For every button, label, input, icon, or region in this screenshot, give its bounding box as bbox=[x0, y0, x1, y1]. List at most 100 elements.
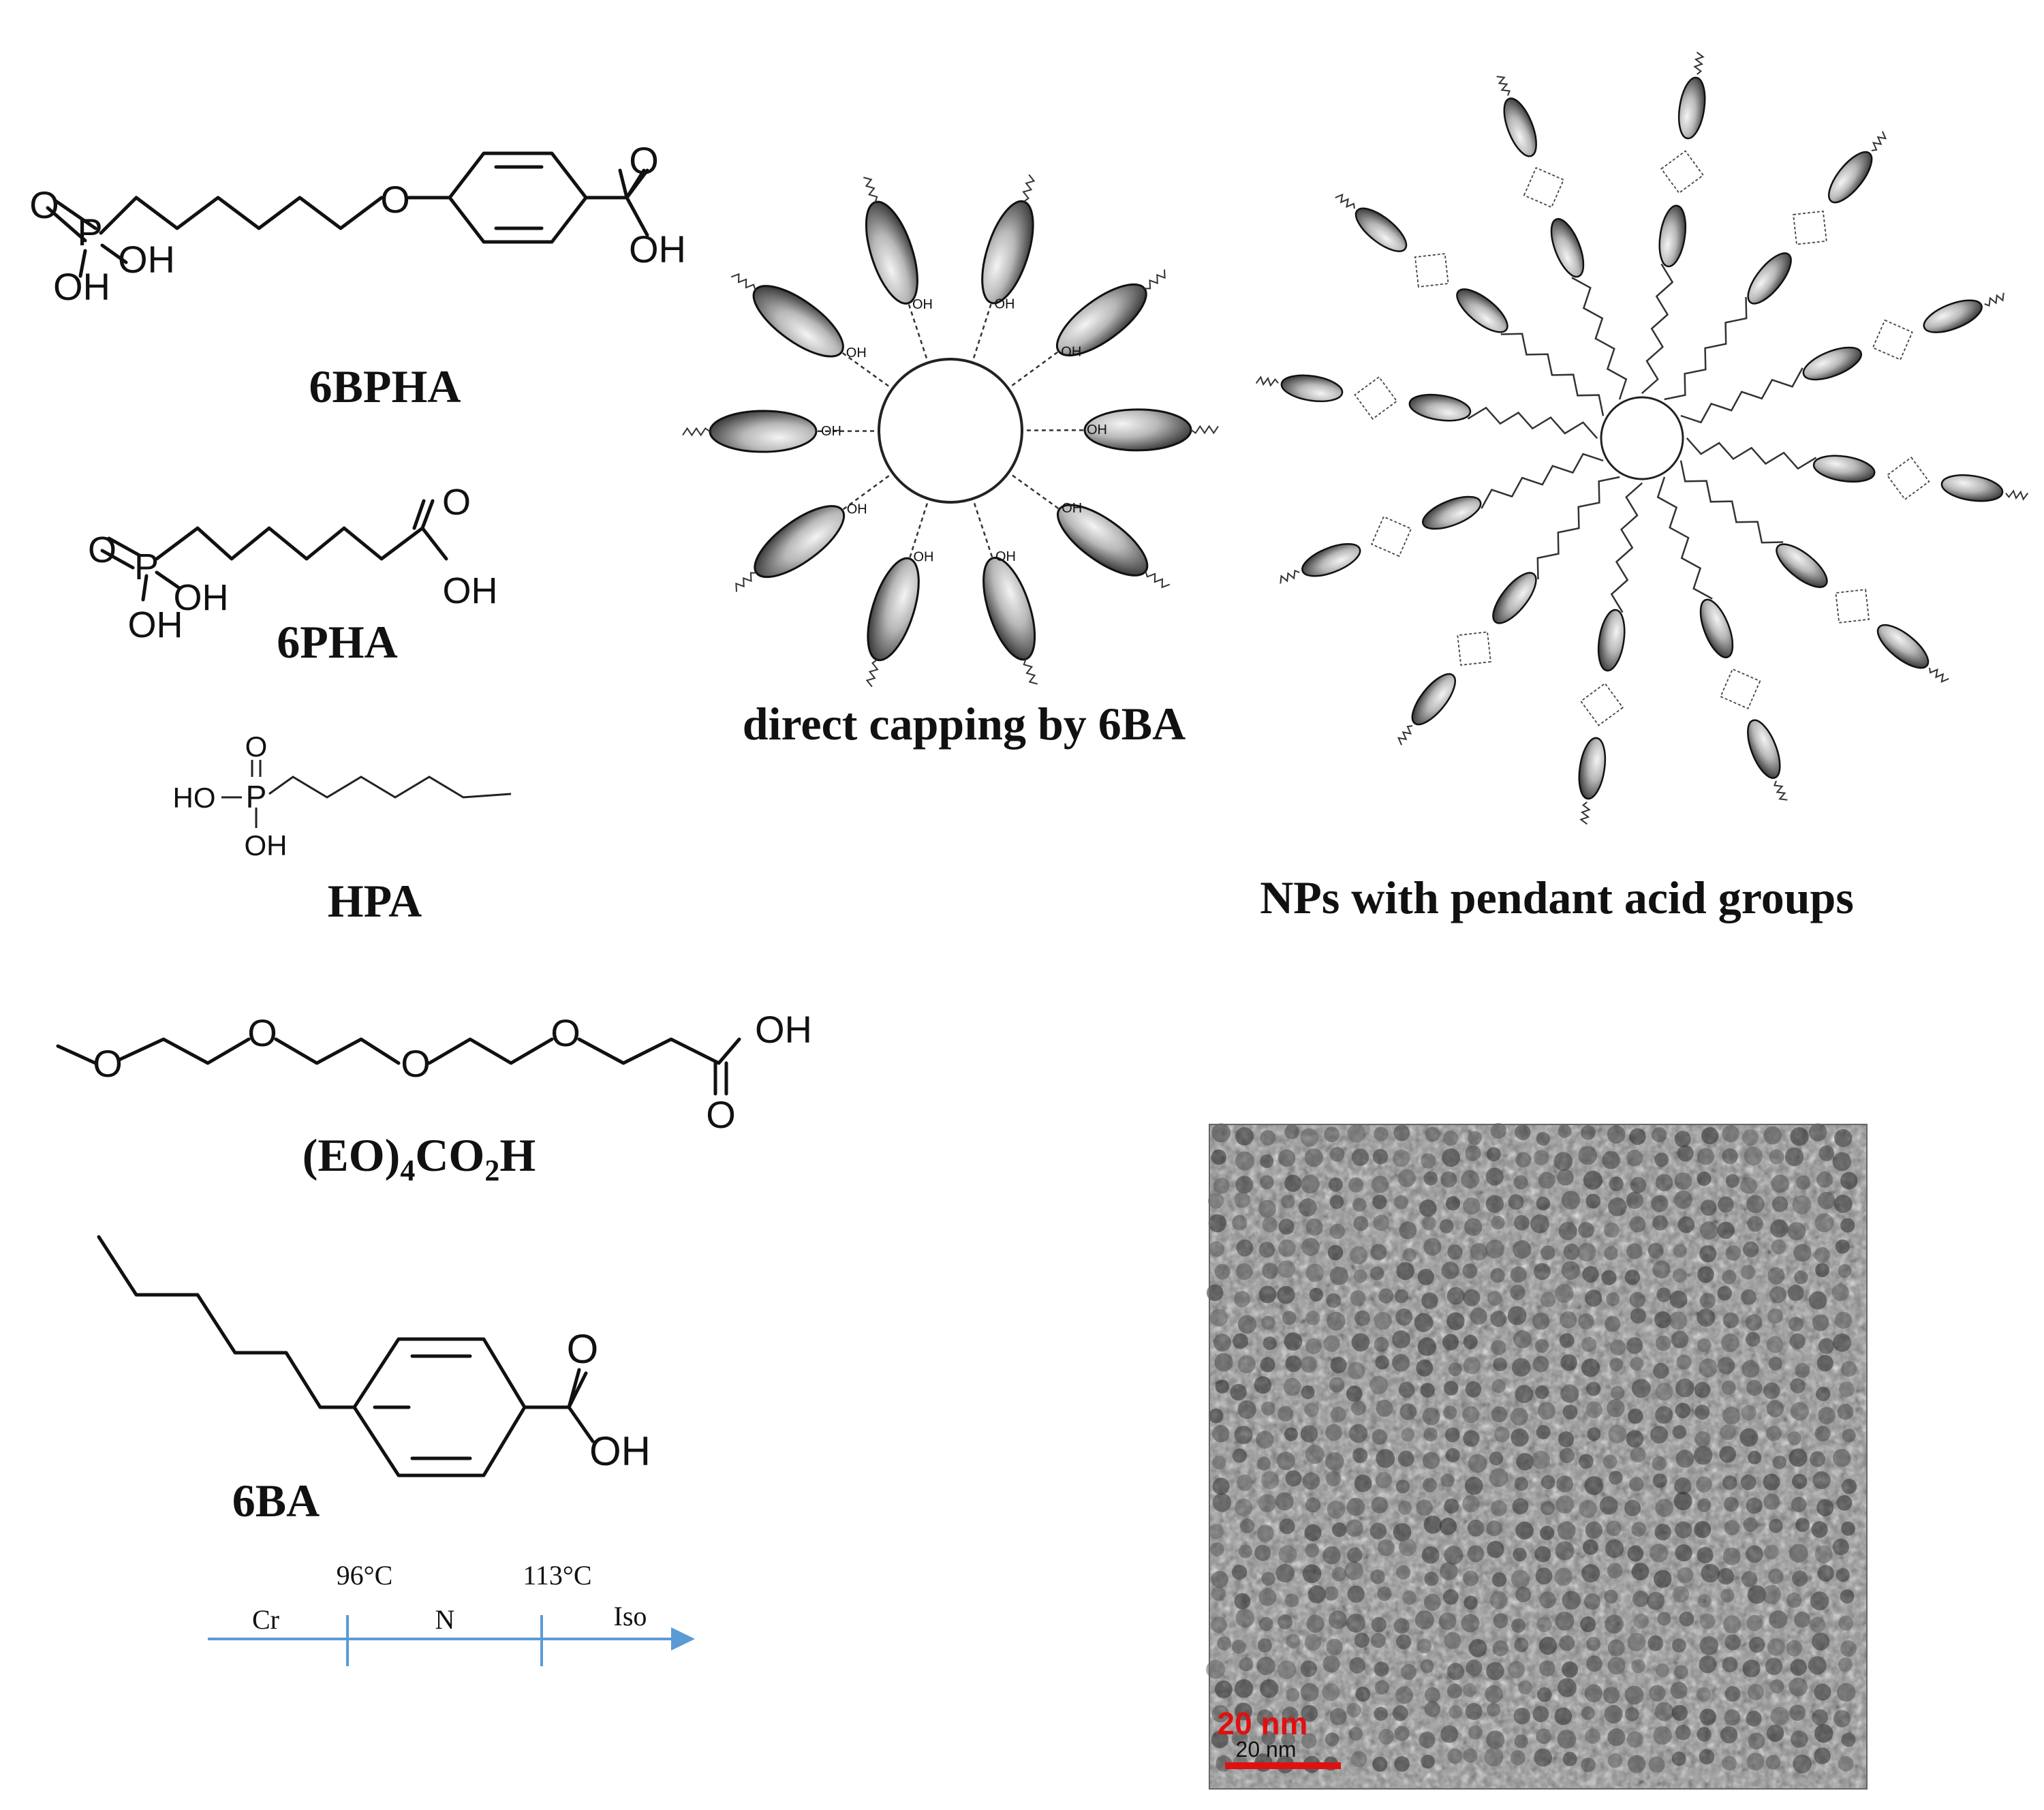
tem-particle bbox=[1536, 1728, 1552, 1745]
tem-particle bbox=[1378, 1539, 1395, 1556]
tem-particle bbox=[1532, 1706, 1549, 1723]
nanoparticle-core bbox=[878, 358, 1023, 504]
linker-label: OH bbox=[1062, 501, 1082, 516]
mesogen-ellipse bbox=[1492, 572, 1537, 624]
tem-particle bbox=[1747, 1216, 1763, 1232]
tem-particle bbox=[1489, 1468, 1508, 1487]
acid-dimer bbox=[1523, 167, 1565, 209]
tem-particle bbox=[1654, 1152, 1669, 1167]
tem-particle bbox=[1771, 1174, 1789, 1193]
tem-particle bbox=[1257, 1638, 1272, 1653]
tem-particle bbox=[1675, 1449, 1694, 1468]
tem-particle bbox=[1583, 1170, 1602, 1190]
tem-particle bbox=[1262, 1216, 1278, 1233]
tem-particle bbox=[1375, 1471, 1393, 1489]
tem-particle bbox=[1560, 1354, 1577, 1371]
tem-particle bbox=[1392, 1705, 1408, 1721]
pendant-acid-scheme: NPs with pendant acid groups bbox=[1255, 51, 2029, 923]
tem-particle bbox=[1377, 1586, 1392, 1601]
tem-particle bbox=[1787, 1222, 1806, 1240]
tem-particle bbox=[1256, 1709, 1273, 1726]
tem-particle bbox=[1674, 1665, 1688, 1679]
tem-particle bbox=[1325, 1424, 1342, 1441]
tem-particle bbox=[1354, 1632, 1370, 1648]
tem-particle bbox=[1744, 1146, 1763, 1166]
tem-particle bbox=[1840, 1171, 1858, 1190]
tem-particle bbox=[1237, 1400, 1256, 1420]
tem-particle bbox=[1837, 1683, 1856, 1702]
tem-particle bbox=[1232, 1448, 1247, 1463]
tem-particle bbox=[1537, 1687, 1552, 1702]
tem-particle bbox=[1534, 1546, 1551, 1563]
tem-particle bbox=[1836, 1495, 1853, 1511]
alkyl-spacer bbox=[1686, 437, 1817, 470]
tem-particle bbox=[1305, 1445, 1325, 1464]
tem-particle bbox=[1674, 1172, 1692, 1190]
tem-particle bbox=[1491, 1340, 1506, 1355]
tem-particle bbox=[1585, 1193, 1601, 1209]
tem-particle bbox=[1562, 1661, 1578, 1678]
alkyl-tail bbox=[1144, 269, 1166, 290]
tem-particle bbox=[1814, 1545, 1833, 1563]
tem-particle bbox=[1767, 1267, 1785, 1285]
tem-particle bbox=[1507, 1306, 1527, 1325]
tem-particle bbox=[1631, 1659, 1645, 1674]
tem-particle bbox=[1423, 1515, 1442, 1534]
tem-particle bbox=[1765, 1657, 1783, 1675]
tem-particle bbox=[1553, 1152, 1573, 1171]
scale-bar bbox=[1225, 1762, 1341, 1769]
tem-particle bbox=[1214, 1353, 1233, 1372]
tem-particle bbox=[1767, 1638, 1785, 1656]
tem-particle bbox=[1256, 1657, 1275, 1676]
tem-particle bbox=[1211, 1616, 1227, 1633]
tem-particle bbox=[1764, 1544, 1779, 1560]
tem-particle bbox=[1463, 1197, 1481, 1215]
tem-particle bbox=[1511, 1619, 1526, 1633]
tem-particle bbox=[1376, 1449, 1395, 1469]
linker-label: OH bbox=[847, 502, 867, 517]
pendant-ligands bbox=[1255, 51, 2029, 825]
mesogen-ellipse bbox=[1776, 543, 1828, 588]
tem-particle bbox=[1233, 1333, 1249, 1349]
tem-particle bbox=[1609, 1176, 1624, 1191]
tem-particle bbox=[1441, 1261, 1459, 1280]
alkyl-tail bbox=[863, 177, 878, 203]
tem-particle bbox=[1722, 1407, 1741, 1425]
tem-particle bbox=[1463, 1748, 1478, 1763]
linker-label: OH bbox=[912, 297, 933, 312]
atom-oh: OH bbox=[755, 1008, 812, 1051]
tem-particle bbox=[1416, 1638, 1432, 1654]
label-6pha: 6PHA bbox=[277, 616, 398, 668]
tem-particle bbox=[1486, 1661, 1504, 1681]
tem-particle bbox=[1414, 1610, 1434, 1630]
tem-particle bbox=[1423, 1238, 1442, 1256]
tem-particle bbox=[1419, 1732, 1436, 1749]
tem-particle bbox=[1697, 1148, 1714, 1165]
tem-particle bbox=[1396, 1634, 1412, 1650]
tem-particle bbox=[1578, 1222, 1594, 1238]
tem-particle bbox=[1462, 1406, 1480, 1424]
tem-particle bbox=[1209, 1308, 1228, 1327]
tem-particle bbox=[1515, 1586, 1532, 1603]
tem-particle bbox=[1832, 1538, 1849, 1556]
tem-particle bbox=[1394, 1195, 1408, 1210]
tem-particle bbox=[1304, 1402, 1319, 1417]
tem-particle bbox=[1655, 1499, 1673, 1517]
tem-particle bbox=[1578, 1313, 1594, 1330]
tem-particle bbox=[1213, 1178, 1230, 1194]
atom-o4: O bbox=[551, 1011, 580, 1054]
tem-particle bbox=[1602, 1454, 1617, 1469]
tem-particle bbox=[1493, 1357, 1507, 1372]
alkyl-tail bbox=[1693, 51, 1705, 75]
tem-particle bbox=[1555, 1495, 1575, 1514]
mesogen-ellipse bbox=[1411, 673, 1456, 726]
tem-particle bbox=[1260, 1471, 1280, 1490]
label-eo4co2h: (EO)4CO2H bbox=[303, 1129, 536, 1187]
tem-particle bbox=[1610, 1385, 1625, 1400]
tem-particle bbox=[1422, 1407, 1440, 1426]
tem-particle bbox=[1784, 1147, 1804, 1167]
tem-particle bbox=[1770, 1219, 1788, 1238]
tem-particle bbox=[1262, 1263, 1279, 1279]
tem-particle bbox=[1630, 1308, 1646, 1324]
acid-dimer bbox=[1835, 589, 1870, 624]
